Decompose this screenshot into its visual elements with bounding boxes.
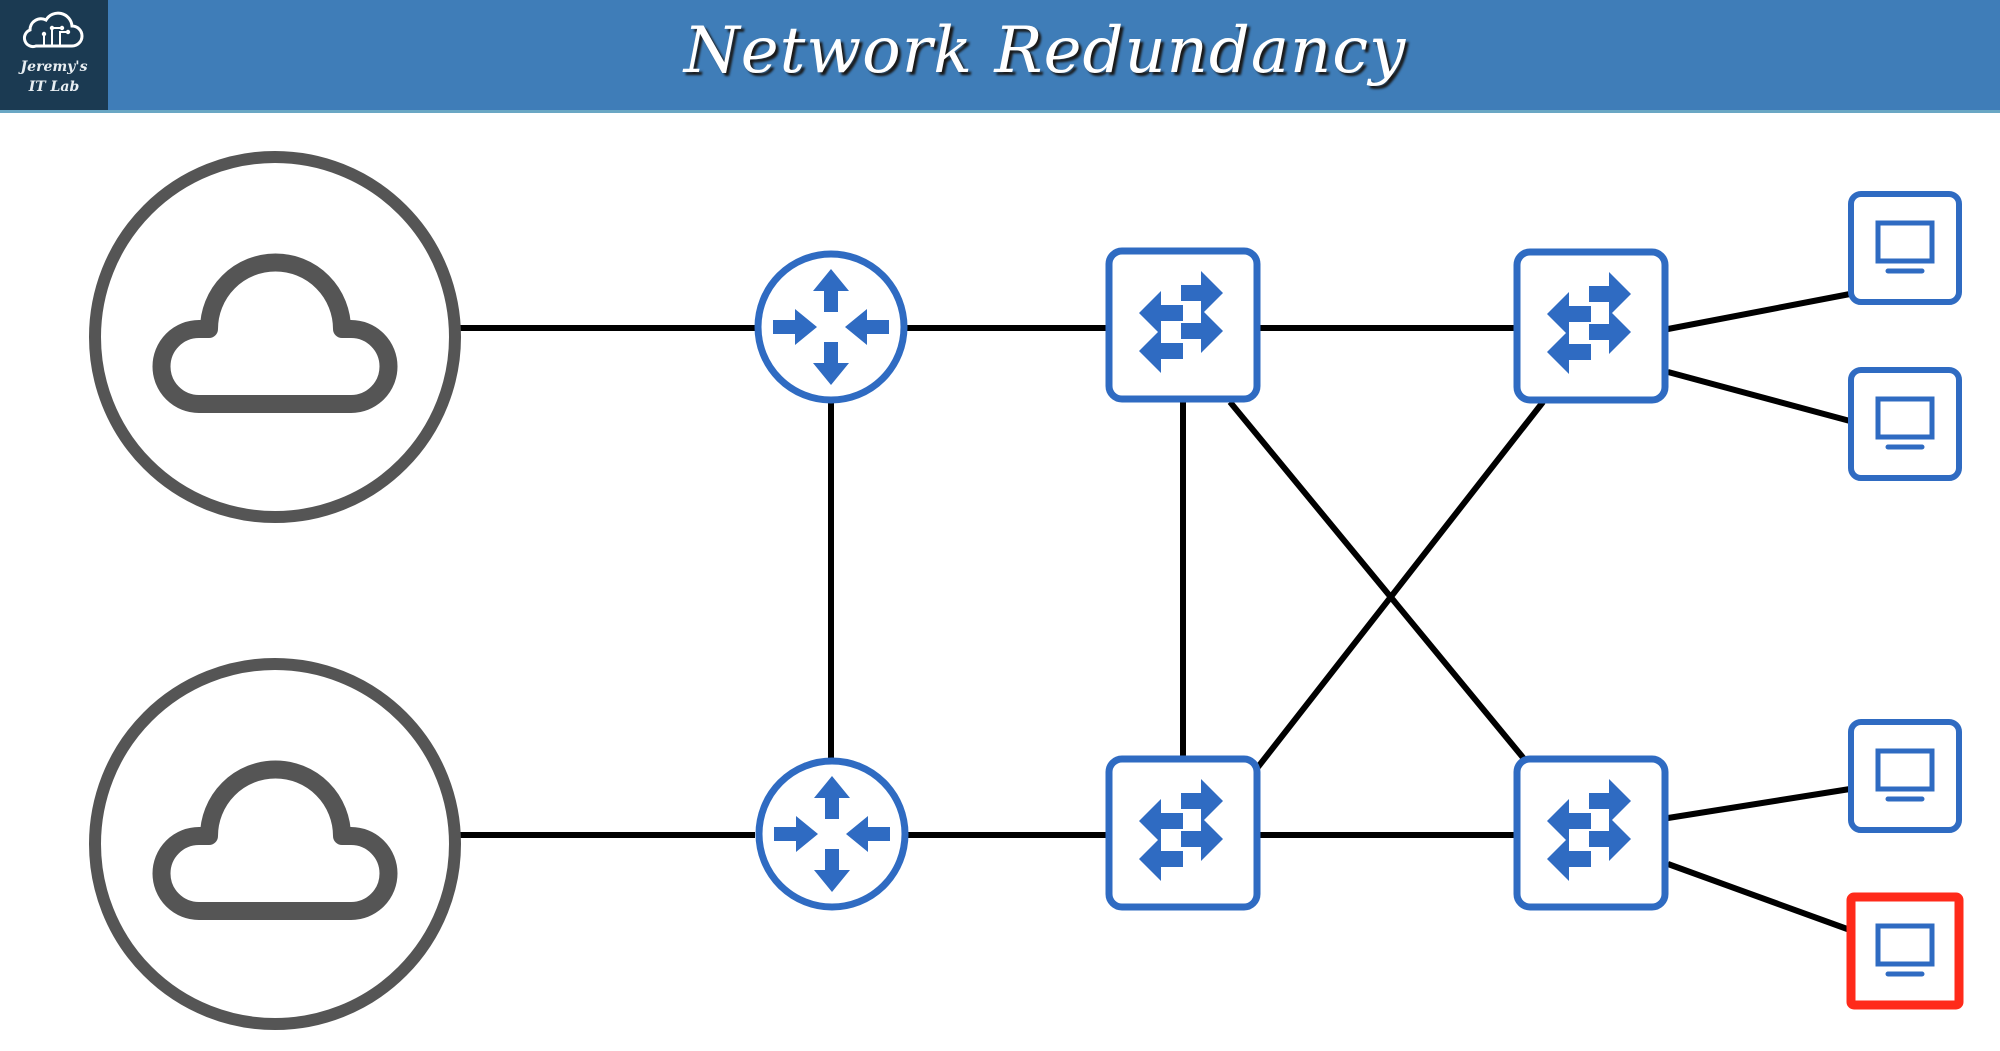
internet-cloud-2[interactable]: [89, 658, 461, 1030]
cloud-icon: [152, 760, 398, 920]
link-switch3-pc1: [1667, 291, 1851, 332]
link-switch4-pc4: [1666, 861, 1852, 933]
logo: Jeremy's IT Lab: [0, 0, 108, 110]
pc-2[interactable]: [1848, 367, 1962, 481]
router-1[interactable]: [754, 250, 908, 404]
link-switch4-pc3: [1667, 786, 1851, 821]
switch-4[interactable]: [1513, 755, 1669, 911]
link-switch3-pc2: [1667, 369, 1851, 424]
cloud-circuit-icon: [22, 11, 84, 49]
cloud-icon: [152, 253, 398, 413]
internet-cloud-1[interactable]: [89, 151, 461, 523]
pc-4-highlighted[interactable]: [1846, 892, 1964, 1010]
link-switch2-switch3: [1255, 400, 1546, 769]
switch-1[interactable]: [1105, 247, 1261, 403]
logo-text-line1: Jeremy's: [20, 59, 88, 75]
header-bar: Jeremy's IT Lab Network Redundancy: [0, 0, 2000, 113]
link-switch1-switch4: [1227, 400, 1528, 762]
switch-2[interactable]: [1105, 755, 1261, 911]
page-title: Network Redundancy: [683, 14, 1407, 88]
switch-3[interactable]: [1513, 248, 1669, 404]
pc-1[interactable]: [1848, 191, 1962, 305]
links: [460, 291, 1852, 933]
logo-text-line2: IT Lab: [28, 79, 80, 95]
pc-3[interactable]: [1848, 719, 1962, 833]
router-2[interactable]: [755, 757, 909, 911]
